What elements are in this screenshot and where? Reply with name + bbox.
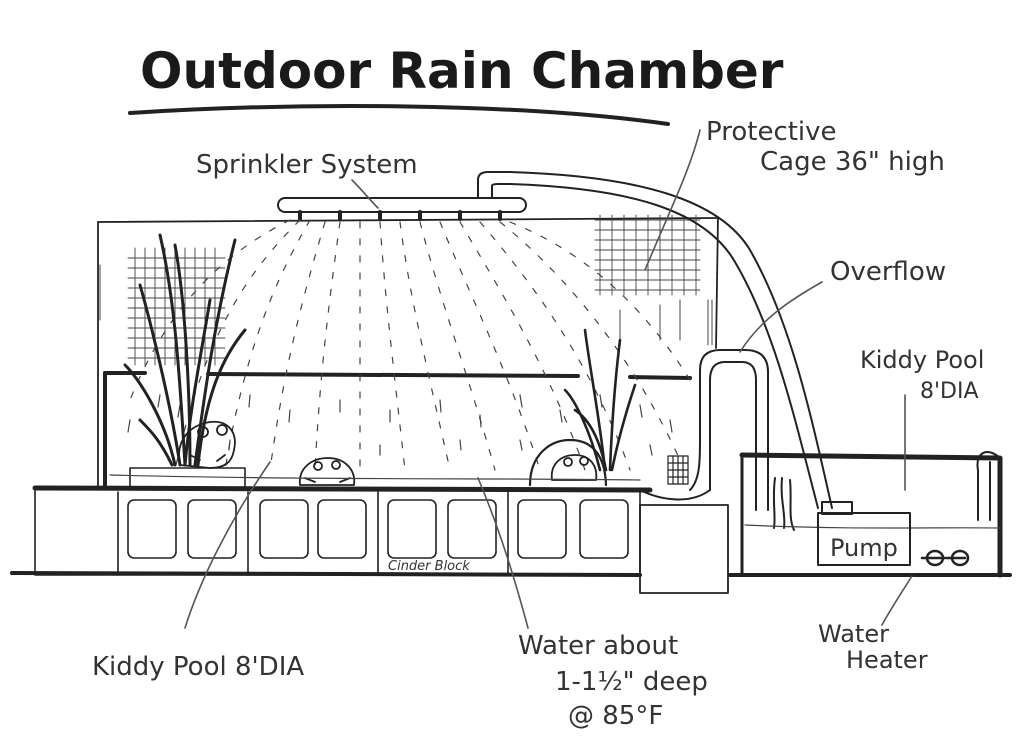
water-label-line3: @ 85°F <box>568 701 663 731</box>
pump-label: Pump <box>830 534 898 562</box>
title-underline <box>128 104 670 126</box>
reservoir-pool <box>739 451 1003 578</box>
overflow-pipe <box>639 349 769 511</box>
sprinkler-pipe <box>277 171 527 221</box>
cage-label-line2: Cage 36" high <box>760 147 945 177</box>
cage-mesh-side <box>99 264 713 346</box>
drain-screen <box>667 455 689 485</box>
reservoir-label-line2: 8'DIA <box>920 379 979 404</box>
chamber-water-surface <box>109 474 641 481</box>
protective-cage <box>97 217 719 489</box>
chamber-pool-label: Kiddy Pool 8'DIA <box>92 652 304 682</box>
water-label-line2: 1-1½" deep <box>555 667 708 697</box>
overflow-outlet <box>772 477 795 531</box>
pump <box>817 501 911 566</box>
cinder-block-row <box>34 489 641 576</box>
sprinkler-label: Sprinkler System <box>196 150 418 180</box>
plant-shelf <box>129 467 246 489</box>
chamber-floor <box>32 485 653 493</box>
supply-hose <box>509 171 833 509</box>
overflow-label: Overflow <box>830 257 946 287</box>
reservoir-label-line1: Kiddy Pool <box>860 346 984 374</box>
reservoir-water-surface <box>744 524 1001 529</box>
heater-label-line1: Water <box>818 620 889 648</box>
cinder-block-label: Cinder Block <box>388 559 470 574</box>
cage-mesh-right <box>594 214 701 296</box>
diagram-title: Outdoor Rain Chamber <box>140 42 784 100</box>
water-label-line1: Water about <box>518 631 678 661</box>
ground-line <box>10 571 1012 577</box>
plant-left <box>123 233 247 467</box>
frog-left <box>178 420 236 469</box>
rain-spray <box>129 219 691 471</box>
plant-right <box>563 328 637 472</box>
support-block <box>639 504 729 594</box>
heater-label-line2: Heater <box>846 646 928 674</box>
rain-drops <box>127 394 673 456</box>
frog-right <box>528 438 608 487</box>
leader-lines <box>184 129 913 629</box>
water-heater <box>920 549 970 567</box>
frog-middle <box>299 457 356 486</box>
cage-label-line1: Protective <box>706 117 837 147</box>
